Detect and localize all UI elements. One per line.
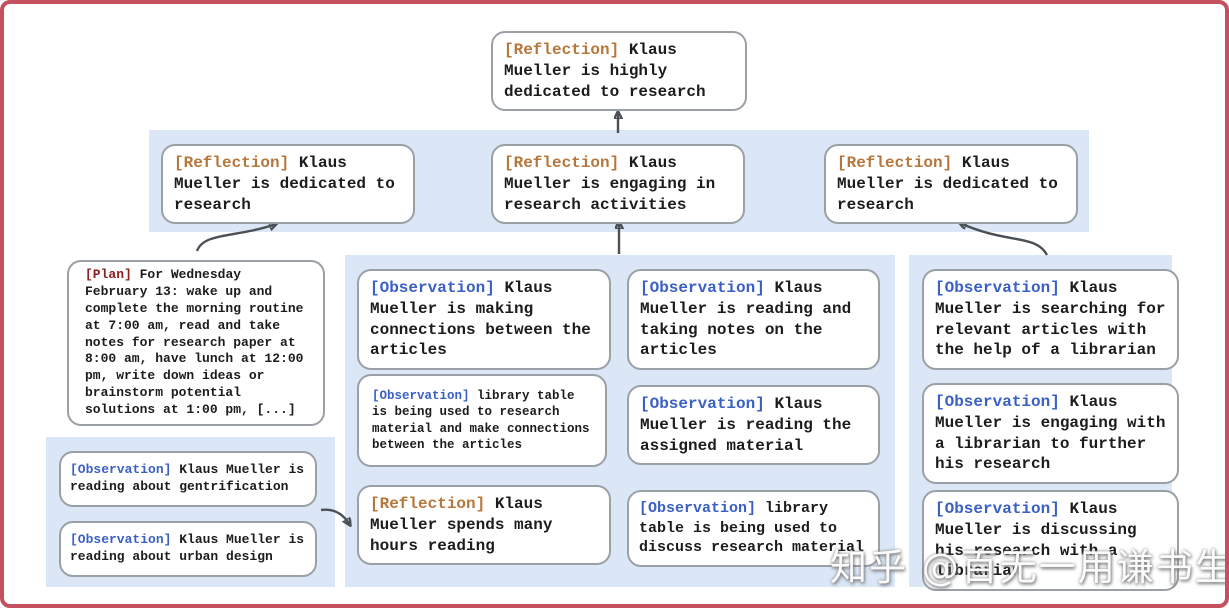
memory-node-observation-library-discuss: [Observation] library table is being use… bbox=[627, 490, 880, 567]
observation-tag: [Observation] bbox=[935, 279, 1060, 297]
memory-node-reflection-left: [Reflection] Klaus Mueller is dedicated … bbox=[161, 144, 415, 225]
memory-node-observation-discussing-librarian: [Observation] Klaus Mueller is discussin… bbox=[922, 490, 1179, 592]
reflection-tag: [Reflection] bbox=[174, 154, 290, 172]
node-text: Klaus Mueller is reading the assigned ma… bbox=[640, 395, 852, 455]
observation-tag: [Observation] bbox=[372, 389, 470, 403]
node-text: Klaus Mueller is making connections betw… bbox=[370, 279, 591, 360]
memory-node-observation-connections: [Observation] Klaus Mueller is making co… bbox=[357, 269, 611, 371]
reflection-tag: [Reflection] bbox=[504, 41, 620, 59]
reflection-tag: [Reflection] bbox=[837, 154, 953, 172]
memory-node-observation-assigned-material: [Observation] Klaus Mueller is reading t… bbox=[627, 385, 880, 466]
observation-tag: [Observation] bbox=[370, 279, 495, 297]
node-text: For Wednesday February 13: wake up and c… bbox=[85, 267, 304, 418]
node-text: Klaus Mueller is discussing his research… bbox=[935, 500, 1137, 581]
memory-node-reflection-hours-reading: [Reflection] Klaus Mueller spends many h… bbox=[357, 485, 611, 566]
memory-node-observation-library-research: [Observation] library table is being use… bbox=[357, 374, 607, 467]
node-text: library table is being used to research … bbox=[372, 389, 590, 452]
observation-tag: [Observation] bbox=[639, 500, 757, 517]
zhihu-watermark: 知乎 @百无一用谦书生 bbox=[830, 546, 1229, 589]
memory-node-observation-urban-design: [Observation] Klaus Mueller is reading a… bbox=[59, 521, 317, 577]
memory-node-plan: [Plan] For Wednesday February 13: wake u… bbox=[67, 260, 325, 427]
observation-tag: [Observation] bbox=[640, 279, 765, 297]
node-text: Klaus Mueller is reading and taking note… bbox=[640, 279, 852, 360]
node-text: Klaus Mueller is dedicated to research bbox=[837, 154, 1058, 214]
plan-tag: [Plan] bbox=[85, 267, 132, 282]
observation-tag: [Observation] bbox=[70, 532, 172, 547]
memory-node-reflection-middle: [Reflection] Klaus Mueller is engaging i… bbox=[491, 144, 745, 225]
memory-node-reflection-top: [Reflection] Klaus Mueller is highly ded… bbox=[491, 31, 747, 112]
node-text: Klaus Mueller is searching for relevant … bbox=[935, 279, 1166, 360]
memory-node-observation-searching-articles: [Observation] Klaus Mueller is searching… bbox=[922, 269, 1179, 371]
memory-node-observation-taking-notes: [Observation] Klaus Mueller is reading a… bbox=[627, 269, 880, 371]
memory-node-observation-gentrification: [Observation] Klaus Mueller is reading a… bbox=[59, 451, 317, 507]
node-text: Klaus Mueller is dedicated to research bbox=[174, 154, 395, 214]
memory-node-reflection-right: [Reflection] Klaus Mueller is dedicated … bbox=[824, 144, 1078, 225]
memory-node-observation-engaging-librarian: [Observation] Klaus Mueller is engaging … bbox=[922, 383, 1179, 485]
node-text: Klaus Mueller is reading about urban des… bbox=[70, 532, 305, 564]
node-text: library table is being used to discuss r… bbox=[639, 500, 865, 556]
reflection-tag: [Reflection] bbox=[504, 154, 620, 172]
reflection-tag: [Reflection] bbox=[370, 495, 486, 513]
observation-tag: [Observation] bbox=[70, 462, 172, 477]
node-text: Klaus Mueller is engaging in research ac… bbox=[504, 154, 716, 214]
node-text: Klaus Mueller is highly dedicated to res… bbox=[504, 41, 706, 101]
node-text: Klaus Mueller is engaging with a librari… bbox=[935, 393, 1166, 474]
node-text: Klaus Mueller spends many hours reading bbox=[370, 495, 553, 555]
observation-tag: [Observation] bbox=[640, 395, 765, 413]
observation-tag: [Observation] bbox=[935, 393, 1060, 411]
node-text: Klaus Mueller is reading about gentrific… bbox=[70, 462, 305, 494]
observation-tag: [Observation] bbox=[935, 500, 1060, 518]
